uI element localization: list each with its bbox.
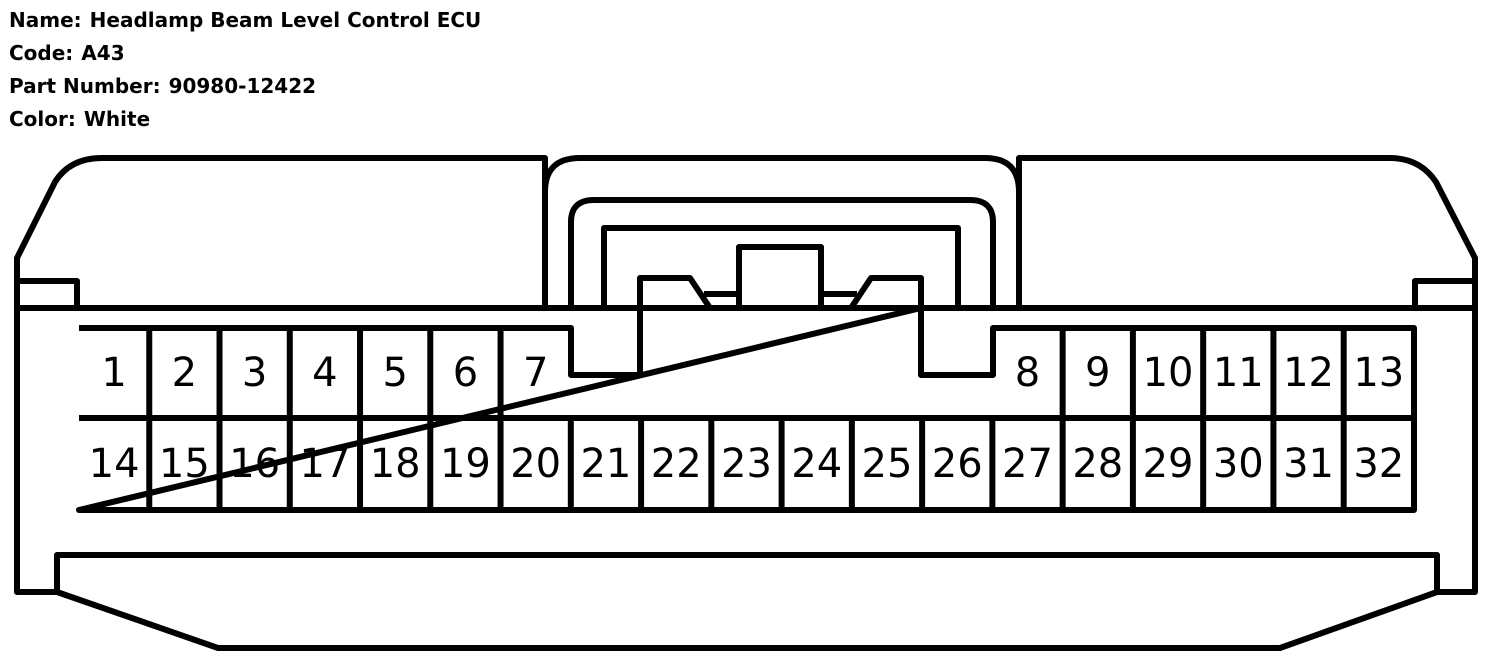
color-label: Color: — [9, 107, 76, 131]
pin-label-bottom: 23 — [721, 441, 772, 487]
code-row: Code: A43 — [9, 37, 481, 70]
pin-label-bottom: 18 — [370, 441, 421, 487]
pin-label-top: 1 — [101, 350, 126, 396]
housing-upper-outline-right — [1016, 155, 1478, 308]
pin-label-top: 12 — [1283, 350, 1334, 396]
color-row: Color: White — [9, 103, 481, 136]
pin-label-bottom: 24 — [791, 441, 842, 487]
lock-ramp-right — [848, 275, 924, 310]
pin-label-bottom: 16 — [229, 441, 280, 487]
right-ear — [1412, 278, 1475, 308]
connector-info: Name: Headlamp Beam Level Control ECU Cod… — [9, 4, 481, 136]
pin-label-bottom: 26 — [932, 441, 983, 487]
part-number-label: Part Number: — [9, 74, 161, 98]
pin-label-top: 3 — [242, 350, 267, 396]
color-value: White — [83, 107, 151, 131]
pin-label-bottom: 29 — [1143, 441, 1194, 487]
pin-label-top: 10 — [1143, 350, 1194, 396]
pin-label-bottom: 14 — [89, 441, 140, 487]
pin-label-top: 11 — [1213, 350, 1264, 396]
pin-label-top: 13 — [1353, 350, 1404, 396]
pin-label-top: 4 — [312, 350, 337, 396]
pin-label-top: 8 — [1015, 350, 1040, 396]
part-number-row: Part Number: 90980-12422 — [9, 70, 481, 103]
pin-label-bottom: 22 — [651, 441, 702, 487]
name-label: Name: — [9, 8, 82, 32]
part-number-value: 90980-12422 — [168, 74, 317, 98]
latch-inner — [568, 197, 996, 308]
pin-label-top: 7 — [523, 350, 548, 396]
lock-ramp-left — [637, 275, 713, 310]
pin-label-bottom: 21 — [580, 441, 631, 487]
name-row: Name: Headlamp Beam Level Control ECU — [9, 4, 481, 37]
pin-label-top: 6 — [453, 350, 478, 396]
pin-label-bottom: 30 — [1213, 441, 1264, 487]
pin-label-bottom: 25 — [862, 441, 913, 487]
name-value: Headlamp Beam Level Control ECU — [89, 8, 482, 32]
pin-label-top: 9 — [1085, 350, 1110, 396]
pin-label-top: 2 — [172, 350, 197, 396]
latch-window — [601, 225, 961, 311]
pin-label-bottom: 15 — [159, 441, 210, 487]
latch-outer — [542, 155, 1022, 308]
left-ear — [17, 278, 80, 308]
pin-label-bottom: 20 — [510, 441, 561, 487]
pin-label-bottom: 19 — [440, 441, 491, 487]
code-value: A43 — [81, 41, 125, 65]
housing-upper-outline — [14, 155, 548, 308]
housing-lower-skirt — [17, 589, 1475, 651]
pin-label-bottom: 32 — [1353, 441, 1404, 487]
pin-label-bottom: 31 — [1283, 441, 1334, 487]
pin-label-bottom: 17 — [299, 441, 350, 487]
code-label: Code: — [9, 41, 74, 65]
pin-label-bottom: 28 — [1072, 441, 1123, 487]
pin-label-bottom: 27 — [1002, 441, 1053, 487]
pin-separators — [146, 328, 1347, 510]
pin-label-top: 5 — [382, 350, 407, 396]
lock-tab — [736, 244, 824, 311]
